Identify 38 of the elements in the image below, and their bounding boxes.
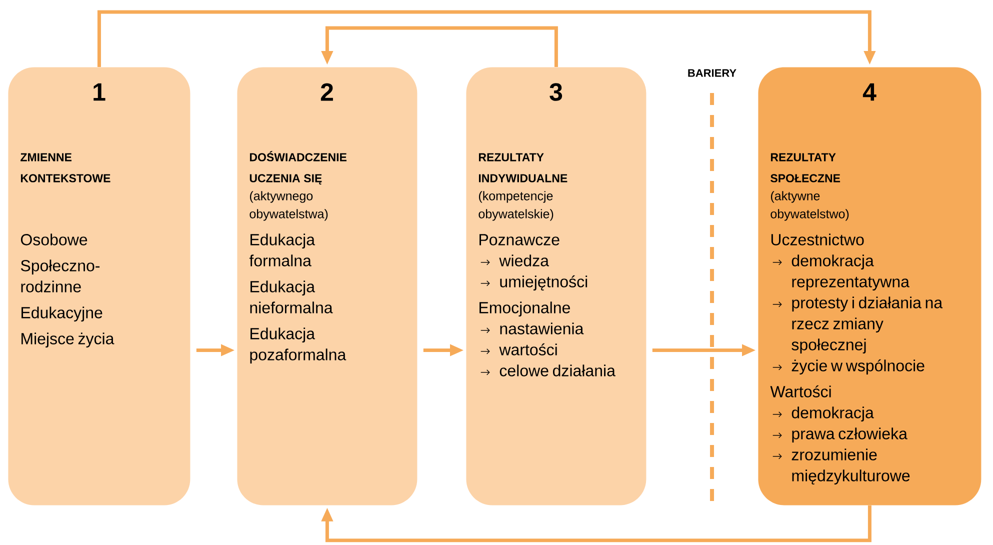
- list-item: Emocjonalne: [480, 302, 570, 317]
- process-box: [758, 67, 982, 506]
- process-box: [466, 67, 646, 506]
- box-heading: REZULTATY INDYWIDUALNE: [478, 153, 568, 182]
- list-item: demokracja: [792, 406, 874, 422]
- list-item: zrozumienie międzykulturowe: [792, 448, 910, 485]
- list-item: celowe działania: [500, 364, 616, 376]
- list-item: Edukacja pozaformalna: [250, 328, 346, 364]
- list-item: Społeczno-rodzinne: [20, 260, 100, 292]
- box-number: 3: [550, 83, 562, 101]
- list-item: wartości: [499, 343, 557, 356]
- list-item: Edukacja formalna: [249, 234, 315, 266]
- list-item: Uczestnictwo: [771, 234, 864, 246]
- box-number: 1: [94, 83, 106, 101]
- list-item: wiedza: [499, 254, 549, 266]
- list-item: Edukacyjne: [22, 306, 102, 322]
- box-heading: REZULTATY SPOŁECZNE: [770, 153, 840, 182]
- list-item: nastawienia: [500, 322, 584, 334]
- arrow: [97, 10, 876, 67]
- box-number: 2: [320, 83, 333, 101]
- list-item: prawa człowieka: [792, 428, 908, 443]
- box-heading: ZMIENNE KONTEKSTOWE: [20, 153, 110, 182]
- box-number: 4: [862, 83, 876, 101]
- arrow: [321, 505, 872, 542]
- box-subtitle: (aktywnego obywatelstwa): [250, 191, 328, 221]
- box-heading: DOŚWIADCZENIE UCZENIA SIĘ: [250, 151, 346, 185]
- box-subtitle: (aktywne obywatelstwo): [770, 191, 849, 221]
- barrier-label: BARIERY: [688, 69, 736, 77]
- list-item: życie w wspólnocie: [792, 359, 924, 375]
- box-subtitle: (kompetencje obywatelskie): [478, 191, 554, 221]
- list-item: Edukacja nieformalna: [250, 280, 333, 314]
- list-item: Miejsce życia: [22, 332, 114, 348]
- list-item: umiejętności: [500, 275, 588, 291]
- process-box: [237, 67, 418, 506]
- list-item: Wartości: [770, 385, 831, 398]
- list-item: Poznawcze: [480, 234, 560, 246]
- list-item: Osobowe: [20, 234, 88, 246]
- process-box: [8, 67, 190, 506]
